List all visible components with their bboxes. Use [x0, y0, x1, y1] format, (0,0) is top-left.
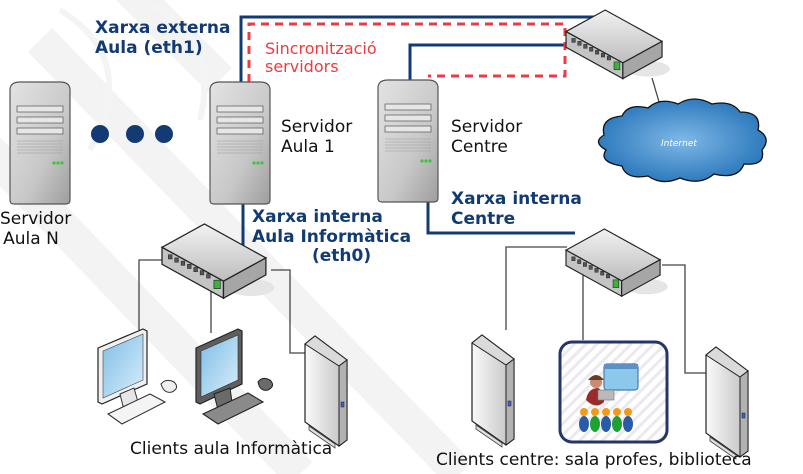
link-switch-aula-to-tower — [271, 269, 305, 354]
external-network-label-line2: Aula (eth1) — [95, 37, 203, 58]
sync-label: Sincronització servidors — [265, 39, 377, 77]
clients-centre-label: Clients centre: sala profes, biblioteca — [436, 450, 752, 470]
sync-label-line1: Sincronització — [265, 39, 377, 58]
link-aula1-to-switch-top — [239, 15, 600, 82]
external-network-label: Xarxa externa Aula (eth1) — [95, 18, 231, 58]
link-switch-centre-to-tower-right — [662, 264, 706, 374]
cloud-icon — [597, 98, 767, 183]
internal-centre-network-label: Xarxa interna Centre — [451, 189, 582, 229]
server-aula-1-label-line2: Aula 1 — [281, 136, 335, 157]
server-centre-label-line2: Centre — [451, 136, 508, 157]
link-switch-centre-to-tower-left — [505, 246, 567, 330]
server-centre-label: Servidor Centre — [451, 117, 523, 157]
desktop-computer-dark-icon — [195, 328, 274, 425]
sync-label-line2: servidors — [265, 57, 339, 77]
internal-aula-label-line2: Aula Informàtica — [252, 226, 412, 247]
dots-icon — [91, 125, 173, 143]
slim-tower-aula-icon — [304, 335, 348, 449]
external-network-label-line1: Xarxa externa — [95, 18, 231, 38]
clients-aula-label: Clients aula Informàtica — [130, 439, 333, 459]
internal-centre-label-line1: Xarxa interna — [451, 189, 582, 209]
server-aula-1-icon — [209, 81, 271, 205]
slim-tower-centre-right-icon — [705, 346, 749, 460]
slim-tower-centre-left-icon — [471, 334, 515, 448]
switch-centre-icon — [565, 228, 668, 297]
desktop-computer-white-icon — [97, 328, 178, 425]
server-aula-1-label-line1: Servidor — [281, 117, 353, 137]
server-centre-icon — [377, 79, 439, 203]
link-switch-aula-to-pc-white — [138, 259, 165, 330]
link-centre-to-switch-centre — [426, 195, 575, 235]
switch-aula-icon — [161, 223, 275, 299]
internal-aula-network-label: Xarxa interna Aula Informàtica (eth0) — [252, 207, 412, 267]
server-aula-n-label: Servidor Aula N — [0, 209, 72, 249]
internal-aula-label-line3: (eth0) — [312, 246, 372, 267]
internal-centre-label-line2: Centre — [451, 208, 516, 229]
server-aula-n-label-line2: Aula N — [3, 228, 59, 249]
internal-aula-label-line1: Xarxa interna — [252, 207, 383, 227]
internet-label: Internet — [661, 139, 697, 149]
server-aula-n-label-line1: Servidor — [0, 209, 72, 229]
server-aula-n-icon — [9, 81, 71, 205]
server-centre-label-line1: Servidor — [451, 117, 523, 137]
switch-top-icon — [565, 9, 670, 80]
classroom-group-icon — [558, 340, 669, 444]
link-centre-to-switch-top — [408, 43, 565, 80]
server-aula-1-label: Servidor Aula 1 — [281, 117, 353, 157]
